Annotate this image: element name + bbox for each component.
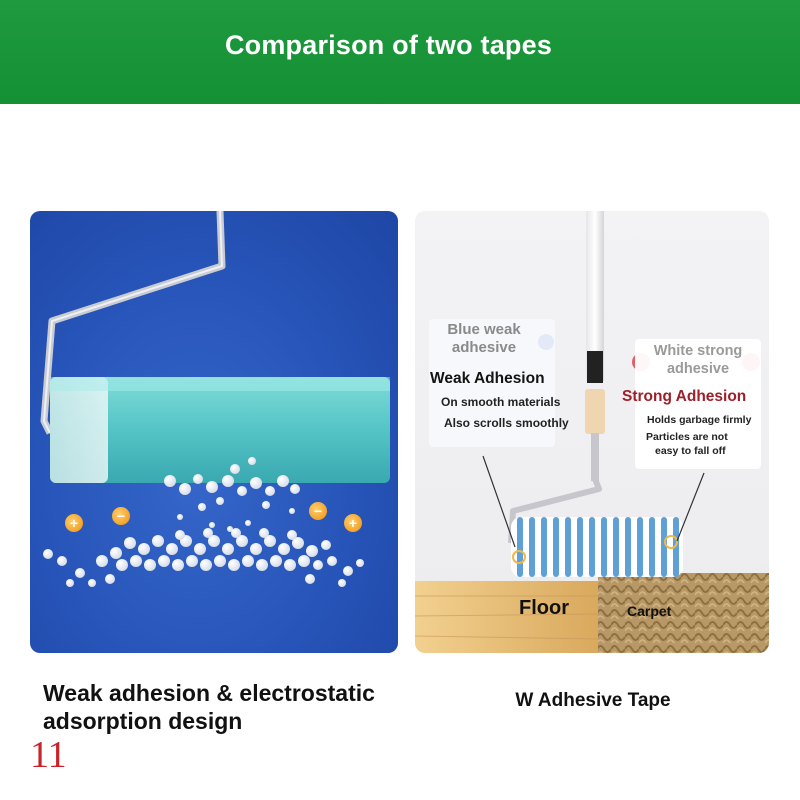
- blue-adhesive-title: Blue weak adhesive: [447, 321, 521, 356]
- roller-on-floor-illustration: [415, 211, 769, 653]
- charge-badges: + − − +: [65, 502, 362, 532]
- blue-label-box: [429, 319, 555, 447]
- right-caption: W Adhesive Tape: [515, 690, 671, 711]
- charge-sign: −: [117, 508, 125, 524]
- particles: [43, 457, 364, 587]
- striped-roller: [511, 517, 683, 577]
- roller-drum: [50, 377, 390, 483]
- white-label-box: [635, 339, 761, 469]
- header-banner: Comparison of two tapes: [0, 0, 800, 104]
- weak-adhesion-heading: Weak Adhesion: [430, 370, 545, 387]
- carpet-area: [598, 573, 769, 653]
- left-caption: Weak adhesion & electrostatic adsorption…: [43, 680, 375, 734]
- carpet-label: Carpet: [627, 603, 672, 619]
- lint-roller-illustration: + − − +: [40, 211, 390, 587]
- charge-sign: +: [70, 515, 78, 531]
- weak-line-2: Also scrolls smoothly: [444, 416, 569, 430]
- weak-line-1: On smooth materials: [441, 395, 561, 409]
- strong-line-3: easy to fall off: [655, 445, 726, 457]
- floor-wood: [415, 581, 598, 653]
- strong-line-1: Holds garbage firmly: [647, 414, 752, 426]
- floor-label: Floor: [519, 597, 569, 619]
- page-title: Comparison of two tapes: [224, 30, 553, 60]
- right-image-panel: Blue weak adhesive Weak Adhesion On smoo…: [415, 211, 769, 653]
- page-number: 11: [30, 734, 67, 776]
- charge-sign: +: [349, 515, 357, 531]
- charge-sign: −: [314, 503, 322, 519]
- left-image-panel: + − − +: [30, 211, 398, 653]
- strong-adhesion-heading: Strong Adhesion: [622, 388, 747, 405]
- white-adhesive-title: White strong adhesive: [653, 343, 743, 377]
- strong-line-2: Particles are not: [646, 431, 728, 443]
